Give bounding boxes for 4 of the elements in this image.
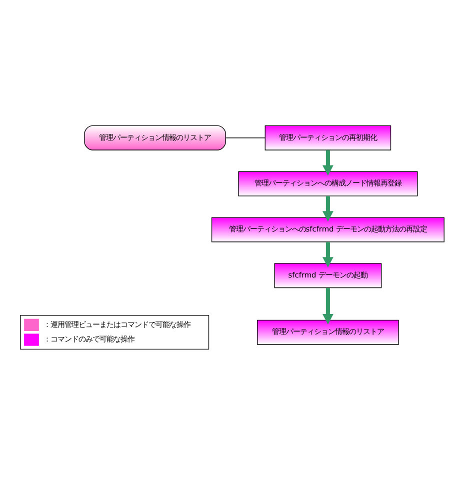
arrow xyxy=(322,196,334,222)
arrow xyxy=(322,288,334,324)
arrow xyxy=(322,242,334,268)
arrow xyxy=(322,150,334,176)
